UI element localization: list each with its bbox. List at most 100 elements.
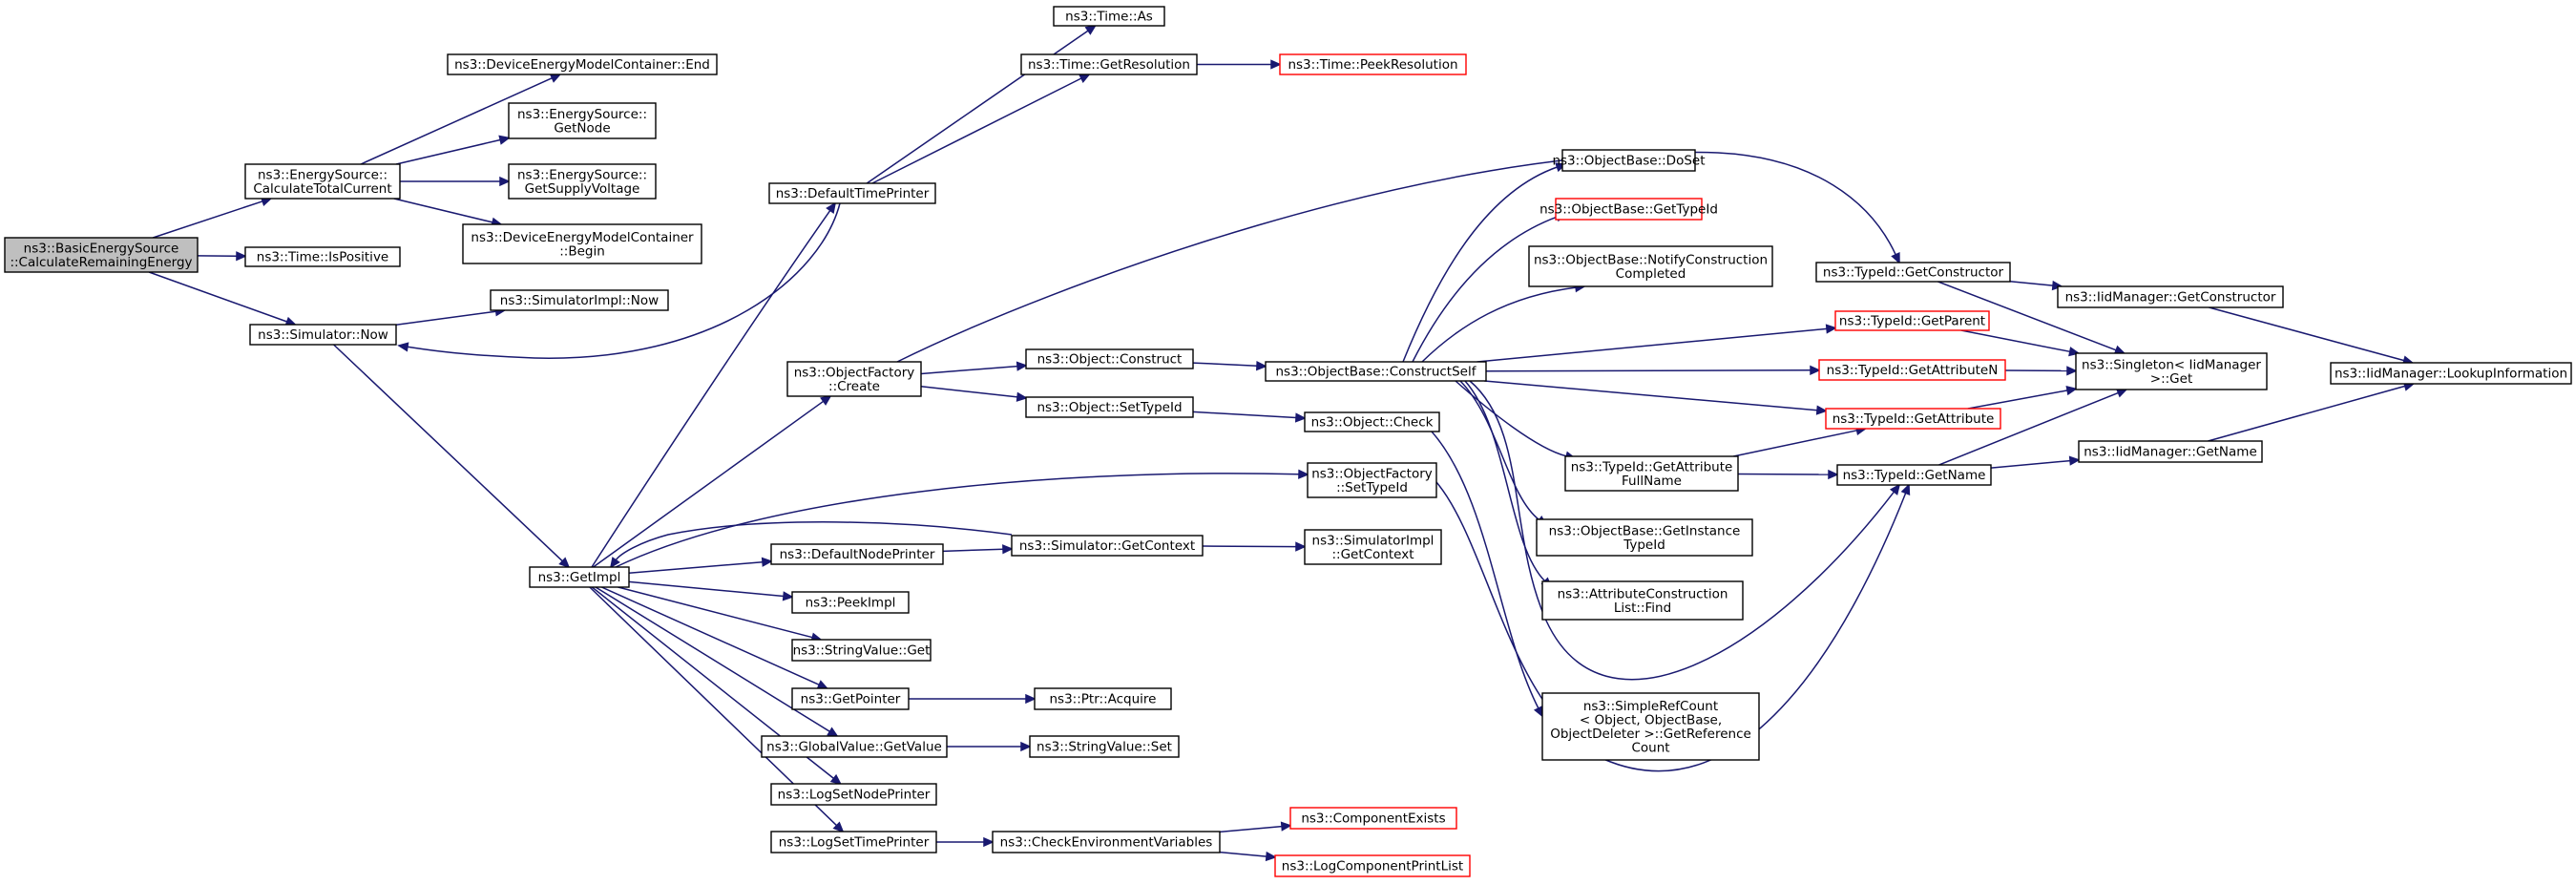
node-label: ns3::Ptr::Acquire	[1050, 692, 1157, 707]
edge-defTimePrinter-to-timeGetRes	[871, 74, 1091, 184]
node-timeGetRes[interactable]: ns3::Time::GetResolution	[1020, 53, 1198, 75]
node-tidGetName[interactable]: ns3::TypeId::GetName	[1836, 464, 1992, 486]
node-checkEnvVars[interactable]: ns3::CheckEnvironmentVariables	[992, 831, 1221, 853]
edge-obConstructSelf-to-tidGetName	[1469, 380, 1901, 681]
edge-line	[628, 560, 764, 574]
node-esGetSupply[interactable]: ns3::EnergySource::GetSupplyVoltage	[508, 163, 657, 200]
edge-line	[871, 77, 1082, 184]
node-gvGetValue[interactable]: ns3::GlobalValue::GetValue	[761, 735, 948, 758]
node-label: Completed	[1616, 266, 1686, 282]
node-logSetNodePrinter[interactable]: ns3::LogSetNodePrinter	[770, 783, 937, 806]
node-box	[1274, 854, 1471, 877]
edge-line	[1219, 851, 1267, 857]
node-demcEnd[interactable]: ns3::DeviceEnergyModelContainer::End	[447, 53, 718, 75]
node-box	[1541, 580, 1744, 621]
edge-calcTotalCurrent-to-esGetNode	[395, 135, 511, 165]
node-label: ns3::AttributeConstruction	[1558, 586, 1728, 601]
edge-logSetTimePrinter-to-checkEnvVars	[936, 836, 995, 848]
node-obConstructSelf[interactable]: ns3::ObjectBase::ConstructSelf	[1265, 361, 1487, 382]
node-stringValueSet[interactable]: ns3::StringValue::Set	[1029, 735, 1180, 758]
arrowhead-icon	[1025, 693, 1037, 705]
node-obDoSet[interactable]: ns3::ObjectBase::DoSet	[1552, 149, 1706, 172]
node-demcBegin[interactable]: ns3::DeviceEnergyModelContainer::Begin	[462, 223, 702, 264]
edge-line	[1476, 327, 1828, 363]
node-isPositive[interactable]: ns3::Time::IsPositive	[244, 246, 401, 267]
node-label: ns3::LogSetNodePrinter	[778, 788, 931, 803]
node-getImpl[interactable]: ns3::GetImpl	[529, 566, 630, 588]
node-componentExists[interactable]: ns3::ComponentExists	[1289, 807, 1457, 830]
node-logCompPrintList[interactable]: ns3::LogComponentPrintList	[1274, 854, 1471, 877]
node-simGetContext[interactable]: ns3::Simulator::GetContext	[1011, 535, 1204, 557]
node-singletonGet[interactable]: ns3::Singleton< IidManager >::Get	[2075, 352, 2268, 390]
node-timeAs[interactable]: ns3::Time::As	[1053, 6, 1165, 27]
edge-simNow-to-getImpl	[333, 344, 571, 569]
arrowhead-icon	[2115, 388, 2128, 398]
node-ptrAcquire[interactable]: ns3::Ptr::Acquire	[1034, 687, 1172, 710]
node-calcTotalCurrent[interactable]: ns3::EnergySource::CalculateTotalCurrent	[244, 163, 401, 200]
node-stringValueGet[interactable]: ns3::StringValue::Get	[791, 639, 932, 662]
node-box	[529, 566, 630, 588]
edge-obConstructSelf-to-obGetTypeId	[1412, 212, 1567, 363]
node-box	[770, 831, 937, 853]
node-box	[490, 289, 669, 311]
node-tidGetAttribute[interactable]: ns3::TypeId::GetAttribute	[1825, 408, 2001, 430]
edge-tidGetAttributeN-to-singletonGet	[2004, 366, 2078, 376]
node-tidGetAttributeN[interactable]: ns3::TypeId::GetAttributeN	[1818, 359, 2006, 381]
node-peekImpl[interactable]: ns3::PeekImpl	[791, 591, 910, 614]
node-objCheck[interactable]: ns3::Object::Check	[1304, 411, 1440, 432]
edge-line	[1435, 481, 1907, 772]
node-root[interactable]: ns3::BasicEnergySource::CalculateRemaini…	[4, 237, 199, 273]
node-label: ns3::LogSetTimePrinter	[779, 835, 930, 851]
node-objConstruct[interactable]: ns3::Object::Construct	[1025, 348, 1194, 369]
node-esGetNode[interactable]: ns3::EnergySource::GetNode	[508, 102, 657, 139]
node-iidGetName[interactable]: ns3::IidManager::GetName	[2078, 440, 2263, 463]
arrowhead-icon	[397, 342, 409, 352]
edge-simGetContext-to-simImplGetContext	[1202, 541, 1307, 552]
node-box	[768, 182, 936, 204]
node-objSetTypeId[interactable]: ns3::Object::SetTypeId	[1025, 396, 1194, 418]
node-defNodePrinter[interactable]: ns3::DefaultNodePrinter	[770, 543, 944, 565]
node-defTimePrinter[interactable]: ns3::DefaultTimePrinter	[768, 182, 936, 204]
arrowhead-icon	[1298, 469, 1309, 479]
node-label: ns3::Time::As	[1065, 10, 1153, 25]
arrowhead-icon	[1294, 412, 1307, 423]
edge-objSetTypeId-to-objCheck	[1192, 411, 1307, 423]
edge-line	[1960, 329, 2070, 353]
arrowhead-icon	[1016, 361, 1028, 371]
node-simNow[interactable]: ns3::Simulator::Now	[249, 324, 397, 346]
node-getPointer[interactable]: ns3::GetPointer	[791, 687, 910, 710]
node-obNotify[interactable]: ns3::ObjectBase::NotifyConstructionCompl…	[1528, 245, 1773, 287]
edge-line	[393, 198, 493, 223]
node-objFactCreate[interactable]: ns3::ObjectFactory::Create	[786, 361, 922, 397]
node-box	[1029, 735, 1180, 758]
edge-obConstructSelf-to-obGetInstanceTypeId	[1459, 380, 1548, 527]
arrowhead-icon	[1828, 469, 1839, 480]
node-simpleRefCount[interactable]: ns3::SimpleRefCount< Object, ObjectBase,…	[1541, 692, 1760, 761]
node-tidGetConstructor[interactable]: ns3::TypeId::GetConstructor	[1815, 262, 2011, 283]
node-label: ns3::EnergySource::	[517, 107, 647, 122]
node-simImplNow[interactable]: ns3::SimulatorImpl::Now	[490, 289, 669, 311]
node-label: ns3::Simulator::Now	[258, 327, 388, 343]
node-label: ns3::ObjectBase::NotifyConstruction	[1534, 252, 1768, 267]
node-box	[2057, 285, 2284, 308]
node-tidGetParent[interactable]: ns3::TypeId::GetParent	[1834, 310, 1990, 331]
node-iidLookupInfo[interactable]: ns3::IidManager::LookupInformation	[2330, 362, 2572, 385]
edge-line	[920, 385, 1018, 398]
node-simImplGetContext[interactable]: ns3::SimulatorImpl::GetContext	[1304, 529, 1442, 565]
node-iidGetConstructor[interactable]: ns3::IidManager::GetConstructor	[2057, 285, 2284, 308]
node-timePeekRes[interactable]: ns3::Time::PeekResolution	[1279, 53, 1467, 75]
node-logSetTimePrinter[interactable]: ns3::LogSetTimePrinter	[770, 831, 937, 853]
edge-getImpl-to-defNodePrinter	[628, 557, 773, 574]
node-box	[244, 163, 401, 200]
edge-line	[618, 586, 813, 639]
node-label: ns3::Time::PeekResolution	[1288, 57, 1457, 73]
arrowhead-icon	[2068, 455, 2081, 466]
node-box	[1304, 411, 1440, 432]
edge-calcTotalCurrent-to-demcBegin	[393, 198, 503, 227]
node-objFactSetTypeId[interactable]: ns3::ObjectFactory::SetTypeId	[1307, 462, 1437, 498]
node-obGetTypeId[interactable]: ns3::ObjectBase::GetTypeId	[1539, 198, 1718, 221]
edge-tidGetParent-to-singletonGet	[1960, 329, 2081, 357]
